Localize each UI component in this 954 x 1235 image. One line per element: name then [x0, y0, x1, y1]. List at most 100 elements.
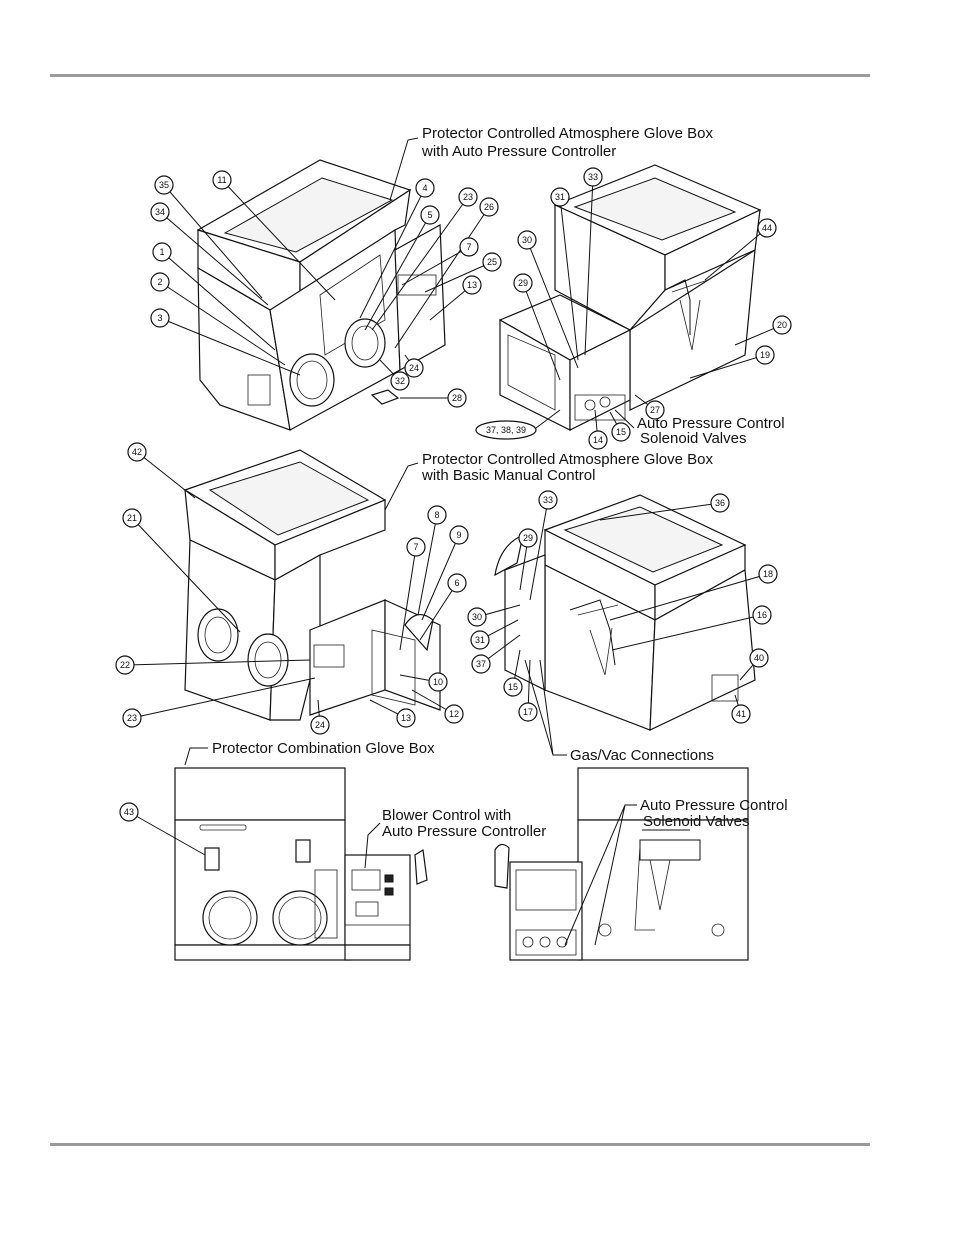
callout-number: 35 — [159, 180, 169, 190]
callout-number: 7 — [413, 542, 418, 552]
callout-bubble — [150, 272, 170, 292]
callout-leader — [421, 534, 460, 621]
callout-c20: 20 — [734, 315, 792, 346]
callout-number: 3 — [157, 313, 162, 323]
callout-leader — [161, 251, 276, 351]
callout-bubble — [550, 187, 570, 207]
callout-number: 15 — [616, 427, 626, 437]
callout-leader — [124, 659, 311, 666]
callout-bubble — [611, 422, 631, 442]
label-blower-1: Blower Control with — [382, 807, 511, 824]
callout-bubble — [119, 802, 139, 822]
callout-number: 6 — [454, 578, 459, 588]
callout-bubble — [150, 202, 170, 222]
callout-c40: 40 — [739, 648, 769, 681]
callout-leader — [371, 196, 469, 331]
label-solenoid-2: Solenoid Valves — [640, 430, 746, 447]
callout-number: 36 — [715, 498, 725, 508]
callout-bubble — [731, 704, 751, 724]
callout-bubble — [462, 275, 482, 295]
callout-bubble — [415, 178, 435, 198]
callout-bubble — [458, 187, 478, 207]
callout-number: 23 — [127, 713, 137, 723]
callout-leader — [401, 246, 470, 286]
callout-bubble — [710, 493, 730, 513]
callout-c10: 10 — [399, 672, 448, 692]
label-gas-vac: Gas/Vac Connections — [570, 747, 714, 764]
callout-c6: 6 — [419, 573, 467, 641]
callout-bubble — [447, 573, 467, 593]
callout-number: 44 — [762, 223, 772, 233]
callout-bubble — [449, 525, 469, 545]
callout-number: 43 — [124, 807, 134, 817]
callout-number: 9 — [456, 530, 461, 540]
callout-number: 32 — [395, 376, 405, 386]
callout-c8: 8 — [417, 505, 447, 616]
callout-c28: 28 — [400, 388, 467, 408]
label-blower-2: Auto Pressure Controller — [382, 823, 546, 840]
callout-bubble — [518, 528, 538, 548]
callout-c21: 21 — [122, 508, 241, 633]
callout-number: 14 — [593, 435, 603, 445]
callout-bubble — [517, 230, 537, 250]
callout-leader — [522, 282, 561, 381]
callout-number: 30 — [522, 235, 532, 245]
callout-leader — [128, 811, 206, 856]
callout-leader — [163, 184, 263, 299]
callout-leader — [599, 502, 721, 521]
callout-leader — [136, 451, 196, 499]
callout-number: 40 — [754, 653, 764, 663]
callout-bubble — [420, 205, 440, 225]
callout-c11: 11 — [212, 170, 336, 301]
callout-number: 8 — [434, 510, 439, 520]
callout-number: 12 — [449, 709, 459, 719]
callout-bubble — [152, 242, 172, 262]
callout-bubble — [154, 175, 174, 195]
callout-leader — [399, 546, 417, 651]
callout-bubble — [396, 708, 416, 728]
callout-c34: 34 — [150, 202, 269, 306]
callout-number: 5 — [427, 210, 432, 220]
callout-c30b: 30 — [467, 604, 521, 627]
callout-c5: 5 — [364, 205, 440, 331]
callout-c31a: 31 — [550, 187, 579, 361]
callout-bubble — [470, 630, 490, 650]
callout-c44: 44 — [704, 218, 777, 281]
callout-c9: 9 — [421, 525, 469, 621]
callout-number: 16 — [757, 610, 767, 620]
callout-number: 21 — [127, 513, 137, 523]
label-leaders — [184, 137, 637, 946]
callout-bubble — [310, 715, 330, 735]
callout-bubble — [404, 358, 424, 378]
callout-number: 41 — [736, 709, 746, 719]
view-manual-rear — [494, 494, 756, 731]
callout-leader — [704, 227, 768, 281]
callout-number: 22 — [120, 660, 130, 670]
callout-bubble — [749, 648, 769, 668]
callout-bubble — [513, 273, 533, 293]
callout-c15b: 15 — [503, 649, 523, 697]
callout-number: 2 — [157, 277, 162, 287]
callout-c33a: 33 — [583, 167, 603, 356]
callout-leader — [559, 196, 579, 361]
view-auto-rear — [498, 164, 762, 431]
label-controlled-auto-1: Protector Controlled Atmosphere Glove Bo… — [422, 125, 713, 142]
view-combination-front — [174, 767, 428, 961]
callout-c15a: 15 — [609, 411, 631, 442]
callout-number: 30 — [472, 612, 482, 622]
callout-number: 31 — [555, 192, 565, 202]
label-combination: Protector Combination Glove Box — [212, 740, 435, 757]
callout-c7a: 7 — [401, 237, 479, 286]
label-solenoid-b1: Auto Pressure Control — [640, 797, 788, 814]
label-controlled-auto-2: with Auto Pressure Controller — [421, 143, 616, 160]
callout-c3: 3 — [150, 308, 301, 376]
callout-leader — [419, 582, 458, 641]
callout-bubble — [406, 537, 426, 557]
callout-number: 37 — [476, 659, 486, 669]
callout-c18: 18 — [609, 564, 778, 621]
label-controlled-manual-2: with Basic Manual Control — [421, 467, 595, 484]
callout-leader — [394, 206, 490, 349]
label-solenoid-b2: Solenoid Valves — [643, 813, 749, 830]
